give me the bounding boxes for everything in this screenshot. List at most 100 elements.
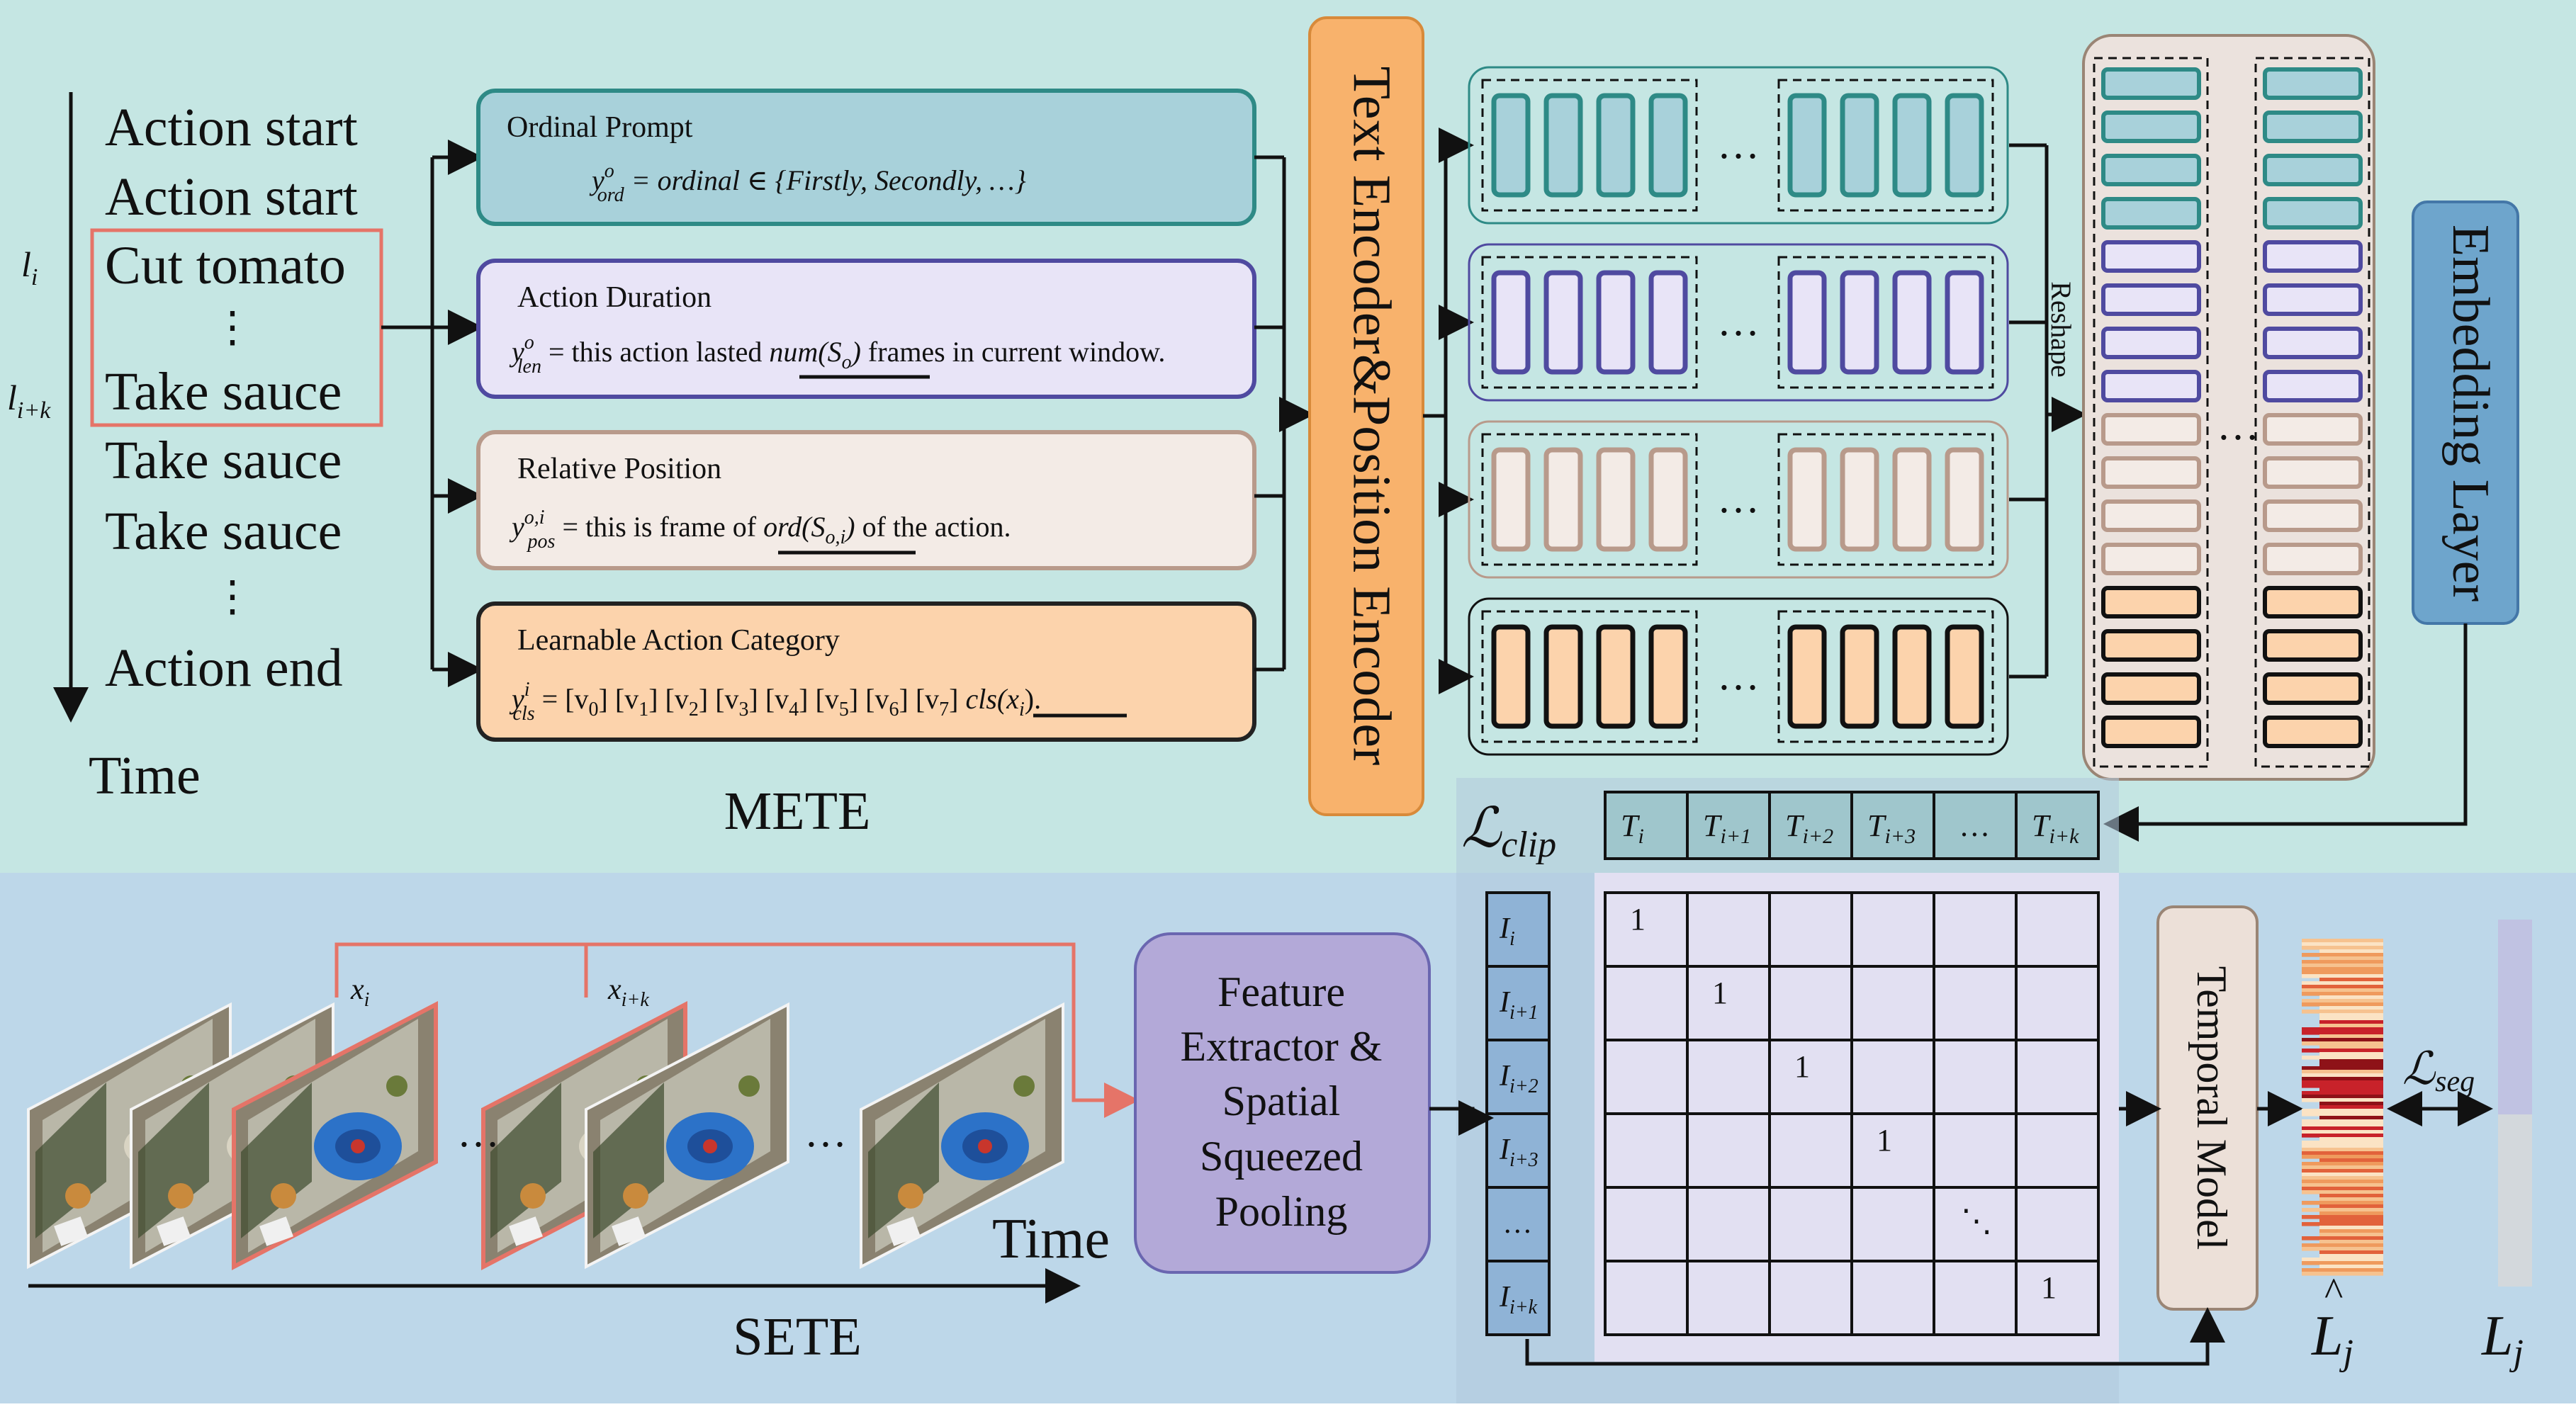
reshape-dots: … <box>2217 402 2259 448</box>
text-token-label: Ti+2 <box>1785 808 1833 848</box>
heatmap-row <box>2319 1137 2383 1141</box>
matrix-diag-value: 1 <box>2041 1270 2057 1305</box>
feature-extractor-line: Feature <box>1217 968 1345 1015</box>
image-token-label: Ii+3 <box>1499 1134 1539 1171</box>
reshaped-token <box>2101 543 2201 575</box>
token <box>1596 624 1636 729</box>
token <box>1491 447 1531 552</box>
reshaped-token <box>2101 111 2201 143</box>
heatmap-row <box>2302 1247 2383 1251</box>
heatmap-row <box>2302 1049 2383 1053</box>
heatmap-row <box>2319 1197 2383 1202</box>
heatmap-row <box>2302 946 2383 950</box>
reshaped-token <box>2101 716 2201 748</box>
heatmap-row <box>2319 956 2383 961</box>
image-token-label: Ii <box>1499 912 1515 950</box>
heatmap-row <box>2319 1240 2383 1244</box>
action-category-box: Learnable Action Category <box>476 601 1256 742</box>
token-group: … <box>1468 66 2009 225</box>
heatmap-row <box>2302 1098 2383 1102</box>
text-token-label: Ti <box>1621 808 1644 848</box>
text-position-encoder: Text Encoder&Position Encoder <box>1308 16 1424 816</box>
heatmap-row <box>2302 1187 2383 1191</box>
heatmap-row <box>2319 1254 2383 1258</box>
reshaped-token <box>2101 370 2201 402</box>
reshaped-token <box>2101 586 2201 618</box>
heatmap-row <box>2302 1126 2383 1131</box>
image-token-cell <box>1485 1260 1551 1336</box>
heatmap-row <box>2302 1109 2383 1113</box>
heatmap-row <box>2302 981 2383 985</box>
heatmap-row <box>2319 1229 2383 1233</box>
reshaped-token <box>2101 240 2201 273</box>
token <box>1491 624 1531 729</box>
heatmap-row <box>2319 1006 2383 1010</box>
token <box>1648 624 1688 729</box>
prompt-title: Relative Position <box>517 453 721 485</box>
heatmap-row <box>2302 971 2383 975</box>
reshaped-token <box>2101 283 2201 316</box>
heatmap-row <box>2302 1208 2383 1212</box>
token <box>1945 447 1984 552</box>
heatmap-row <box>2302 985 2383 989</box>
mete-label: METE <box>724 781 871 841</box>
heatmap-row <box>2319 1102 2383 1106</box>
timeline-item: Take sauce <box>105 362 342 422</box>
token <box>1491 93 1531 198</box>
heatmap-row <box>2319 978 2383 982</box>
matrix-diag-value: 1 <box>1630 902 1646 937</box>
clip-loss-label: ℒclip <box>1461 797 1556 865</box>
token-groups: ………… <box>1468 66 2009 756</box>
heatmap-row <box>2302 1236 2383 1241</box>
token <box>1892 624 1932 729</box>
heatmap-row <box>2302 1155 2383 1159</box>
timeline-item: ⋮ <box>211 304 254 351</box>
reshaped-token <box>2263 111 2363 143</box>
token-dots: … <box>1717 298 1760 344</box>
marker-lik: li+k <box>7 378 51 424</box>
heatmap-row <box>2319 1052 2383 1056</box>
heatmap-row <box>2319 1211 2383 1216</box>
gt-label: Lj <box>2481 1305 2524 1373</box>
heatmap-row <box>2302 953 2383 957</box>
heatmap-row <box>2302 1134 2383 1138</box>
reshaped-token <box>2101 154 2201 186</box>
heatmap-row <box>2302 988 2383 993</box>
token <box>1840 447 1879 552</box>
heatmap-row <box>2302 967 2383 971</box>
video-frame <box>481 1001 687 1270</box>
seg-loss-label: ℒseg <box>2402 1044 2475 1098</box>
timeline-item: Action start <box>105 98 358 157</box>
heatmap-row <box>2319 1226 2383 1230</box>
heatmap-row <box>2302 1258 2383 1262</box>
temporal-model: Temporal Model <box>2156 905 2259 1311</box>
heatmap-row <box>2302 1222 2383 1226</box>
heatmap-row <box>2319 1045 2383 1049</box>
timeline-item: ⋮ <box>211 573 254 620</box>
heatmap-row <box>2302 1073 2383 1078</box>
video-frame <box>860 1002 1064 1270</box>
reshaped-token <box>2101 456 2201 489</box>
heatmap-row <box>2302 1002 2383 1007</box>
prediction-heatmap <box>2302 939 2383 1276</box>
feature-extractor-line: Squeezed <box>1200 1133 1363 1180</box>
token-group: … <box>1468 243 2009 402</box>
embedding-layer: Embedding Layer <box>2412 200 2519 625</box>
reshaped-token <box>2101 413 2201 446</box>
heatmap-row <box>2302 1077 2383 1081</box>
reshaped-token <box>2263 283 2363 316</box>
text-token-label: Ti+3 <box>1867 808 1916 848</box>
heatmap-row <box>2319 1194 2383 1198</box>
prompt-title: Action Duration <box>517 281 712 314</box>
timeline-item: Take sauce <box>105 502 342 561</box>
heatmap-row <box>2319 1158 2383 1163</box>
heatmap-row <box>2302 964 2383 968</box>
heatmap-row <box>2302 1190 2383 1194</box>
token <box>1596 447 1636 552</box>
text-token-cell <box>2015 791 2100 860</box>
frames-dots-2: … <box>804 1109 847 1155</box>
heatmap-row <box>2302 1130 2383 1134</box>
